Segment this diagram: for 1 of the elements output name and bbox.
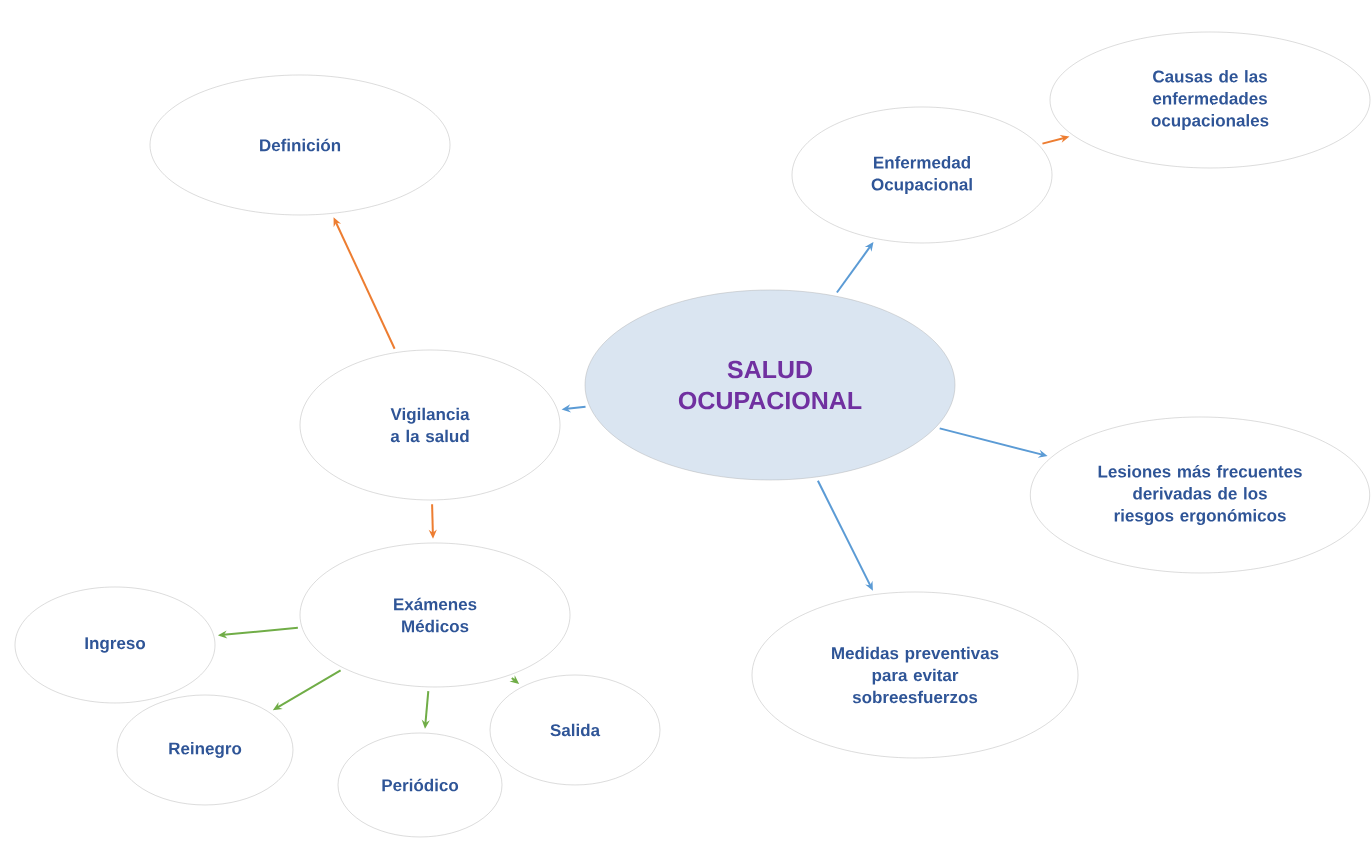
arrow [835,242,874,294]
